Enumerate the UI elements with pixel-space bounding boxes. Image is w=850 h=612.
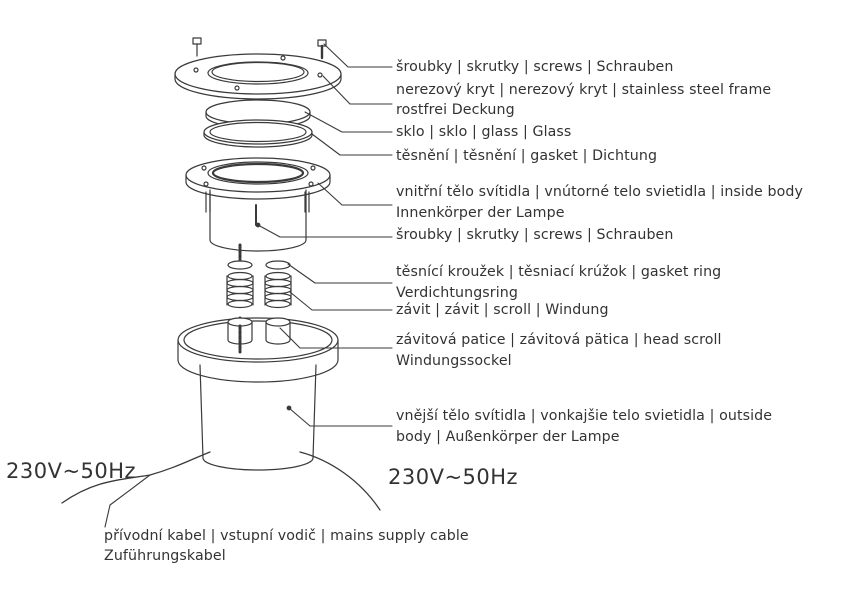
label-frame-line2: rostfrei Deckung bbox=[396, 102, 515, 118]
label-frame-line1: nerezový kryt | nerezový kryt | stainles… bbox=[396, 82, 772, 98]
scroll-right bbox=[264, 271, 292, 309]
inner-body bbox=[185, 157, 331, 252]
gasket-ring-right bbox=[265, 260, 291, 270]
label-outer-body-line2: body | Außenkörper der Lampe bbox=[396, 429, 620, 445]
leader-lines bbox=[104, 43, 393, 528]
gasket bbox=[203, 119, 313, 148]
label-gasket-ring-line2: Verdichtungsring bbox=[396, 285, 518, 301]
label-inner-body-line1: vnitřní tělo svítidla | vnútorné telo sv… bbox=[396, 184, 803, 200]
label-screws-mid: šroubky | skrutky | screws | Schrauben bbox=[396, 227, 674, 243]
label-gasket: těsnění | těsnění | gasket | Dichtung bbox=[396, 148, 658, 164]
label-screws-top: šroubky | skrutky | screws | Schrauben bbox=[396, 59, 674, 75]
label-inner-body-line2: Innenkörper der Lampe bbox=[396, 205, 565, 221]
label-glass: sklo | sklo | glass | Glass bbox=[396, 124, 572, 140]
socket-right bbox=[265, 317, 291, 345]
scroll-left bbox=[226, 271, 254, 309]
label-scroll: závit | závit | scroll | Windung bbox=[396, 302, 609, 318]
label-socket-line2: Windungssockel bbox=[396, 353, 512, 369]
label-cable-line1: přívodní kabel | vstupní vodič | mains s… bbox=[104, 528, 469, 544]
outer-body bbox=[177, 317, 339, 471]
top-screw-right bbox=[317, 39, 327, 60]
label-cable-line2: Zuführungskabel bbox=[104, 548, 226, 564]
top-screw-left bbox=[192, 37, 202, 57]
label-gasket-ring-line1: těsnící kroužek | těsniací krúžok | gask… bbox=[396, 264, 722, 280]
stainless-frame bbox=[174, 53, 342, 100]
voltage-right: 230V~50Hz bbox=[388, 465, 519, 489]
label-socket-line1: závitová patice | závitová pätica | head… bbox=[396, 332, 722, 348]
voltage-left: 230V~50Hz bbox=[6, 459, 137, 483]
label-outer-body-line1: vnější tělo svítidla | vonkajšie telo sv… bbox=[396, 408, 773, 424]
gasket-ring-left bbox=[227, 260, 253, 270]
